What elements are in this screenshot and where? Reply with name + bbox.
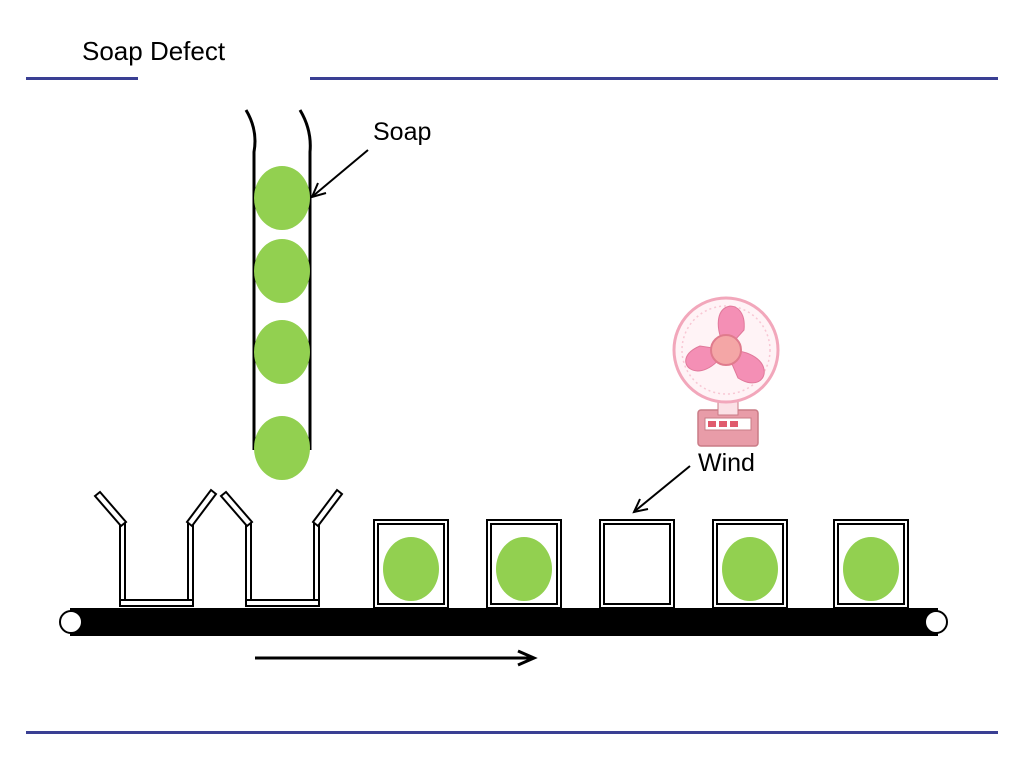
bottom-rule bbox=[26, 731, 998, 734]
soap-bar bbox=[383, 537, 439, 601]
closed-box bbox=[373, 519, 449, 609]
conveyor-belt bbox=[59, 608, 948, 636]
soap-bar bbox=[254, 166, 310, 230]
closed-box bbox=[486, 519, 562, 609]
open-box bbox=[219, 488, 344, 607]
closed-box bbox=[833, 519, 909, 609]
soap-bar bbox=[254, 320, 310, 384]
belt-roller-left bbox=[59, 610, 83, 634]
belt-direction-arrow bbox=[255, 649, 538, 667]
empty-closed-box bbox=[599, 519, 675, 609]
top-rule-right bbox=[310, 77, 998, 80]
open-box bbox=[93, 488, 218, 607]
chute-soaps bbox=[254, 166, 310, 480]
closed-box bbox=[712, 519, 788, 609]
wind-label: Wind bbox=[698, 449, 755, 477]
soap-bar bbox=[722, 537, 778, 601]
soap-bar bbox=[496, 537, 552, 601]
belt-roller-right bbox=[924, 610, 948, 634]
soap-bar bbox=[254, 416, 310, 480]
top-rule-left bbox=[26, 77, 138, 80]
soap-chute bbox=[244, 109, 312, 450]
soap-label: Soap bbox=[373, 118, 432, 146]
soap-pointer-arrow bbox=[310, 149, 369, 199]
wind-pointer-arrow bbox=[632, 465, 691, 514]
fan-icon bbox=[672, 296, 780, 447]
slide-title: Soap Defect bbox=[82, 36, 226, 66]
soap-bar bbox=[254, 239, 310, 303]
soap-bar bbox=[843, 537, 899, 601]
